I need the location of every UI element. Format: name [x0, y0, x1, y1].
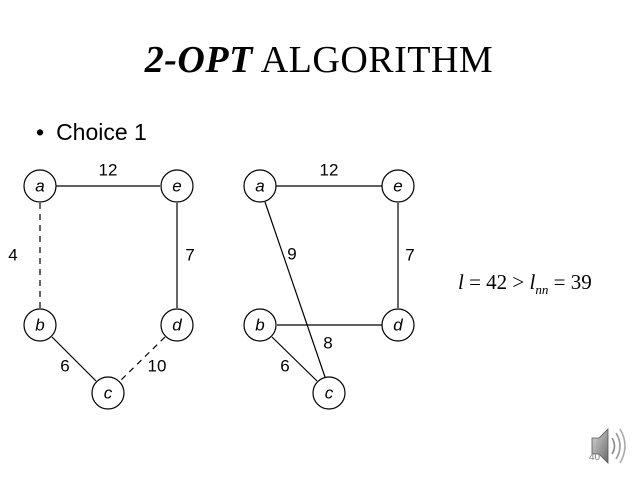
formula-lhs-var: l	[458, 270, 464, 294]
page-number: 40	[589, 452, 601, 463]
right-node-a	[243, 169, 277, 203]
left-node-c	[91, 376, 125, 410]
left-node-a	[23, 169, 57, 203]
right-graph	[264, 185, 399, 382]
left-node-d-label: d	[172, 316, 182, 335]
left-weight-bc: 6	[60, 357, 69, 376]
bullet-dot: •	[36, 119, 45, 145]
right-weight-ed: 7	[405, 246, 414, 265]
left-node-a-label: a	[35, 177, 44, 196]
left-node-c-label: c	[104, 384, 113, 403]
left-node-b	[23, 308, 57, 342]
right-node-b-label: b	[255, 316, 264, 335]
right-edge-bc	[271, 336, 318, 382]
left-weight-ab: 4	[8, 246, 17, 265]
title-emphasis: 2-OPT	[144, 39, 253, 81]
formula-eq2: = 39	[548, 270, 592, 294]
right-node-b	[243, 308, 277, 342]
left-node-d	[160, 308, 194, 342]
right-node-d	[381, 308, 415, 342]
left-weight-ae: 12	[99, 161, 118, 180]
right-weight-ac: 9	[287, 245, 296, 264]
length-comparison-formula: l = 42 > lnn = 39	[458, 270, 592, 298]
right-weight-bc: 6	[280, 357, 289, 376]
left-graph	[39, 185, 178, 382]
left-edge-bc	[51, 336, 97, 382]
right-weight-ae: 12	[320, 161, 339, 180]
right-node-e	[381, 169, 415, 203]
formula-rhs-var: l	[529, 270, 536, 294]
slide-title: 2-OPT ALGORITHM	[0, 38, 638, 82]
bullet-text: Choice 1	[56, 119, 147, 145]
left-node-b-label: b	[35, 316, 44, 335]
right-weight-bd: 8	[323, 334, 332, 353]
right-node-d-label: d	[393, 316, 403, 335]
bullet-item: • Choice 1	[36, 118, 147, 146]
right-node-c-label: c	[325, 384, 334, 403]
speaker-icon[interactable]	[591, 428, 626, 464]
right-edge-ac	[264, 201, 326, 378]
left-weight-dc: 10	[148, 357, 167, 376]
left-node-e-label: e	[172, 177, 181, 196]
right-node-a-label: a	[255, 177, 264, 196]
left-node-e	[160, 169, 194, 203]
right-node-e-label: e	[393, 177, 402, 196]
formula-eq1: = 42 >	[463, 270, 530, 294]
formula-rhs-sub: nn	[535, 282, 549, 298]
right-node-c	[312, 376, 346, 410]
left-weight-ed: 7	[185, 246, 194, 265]
title-rest: ALGORITHM	[260, 39, 494, 81]
